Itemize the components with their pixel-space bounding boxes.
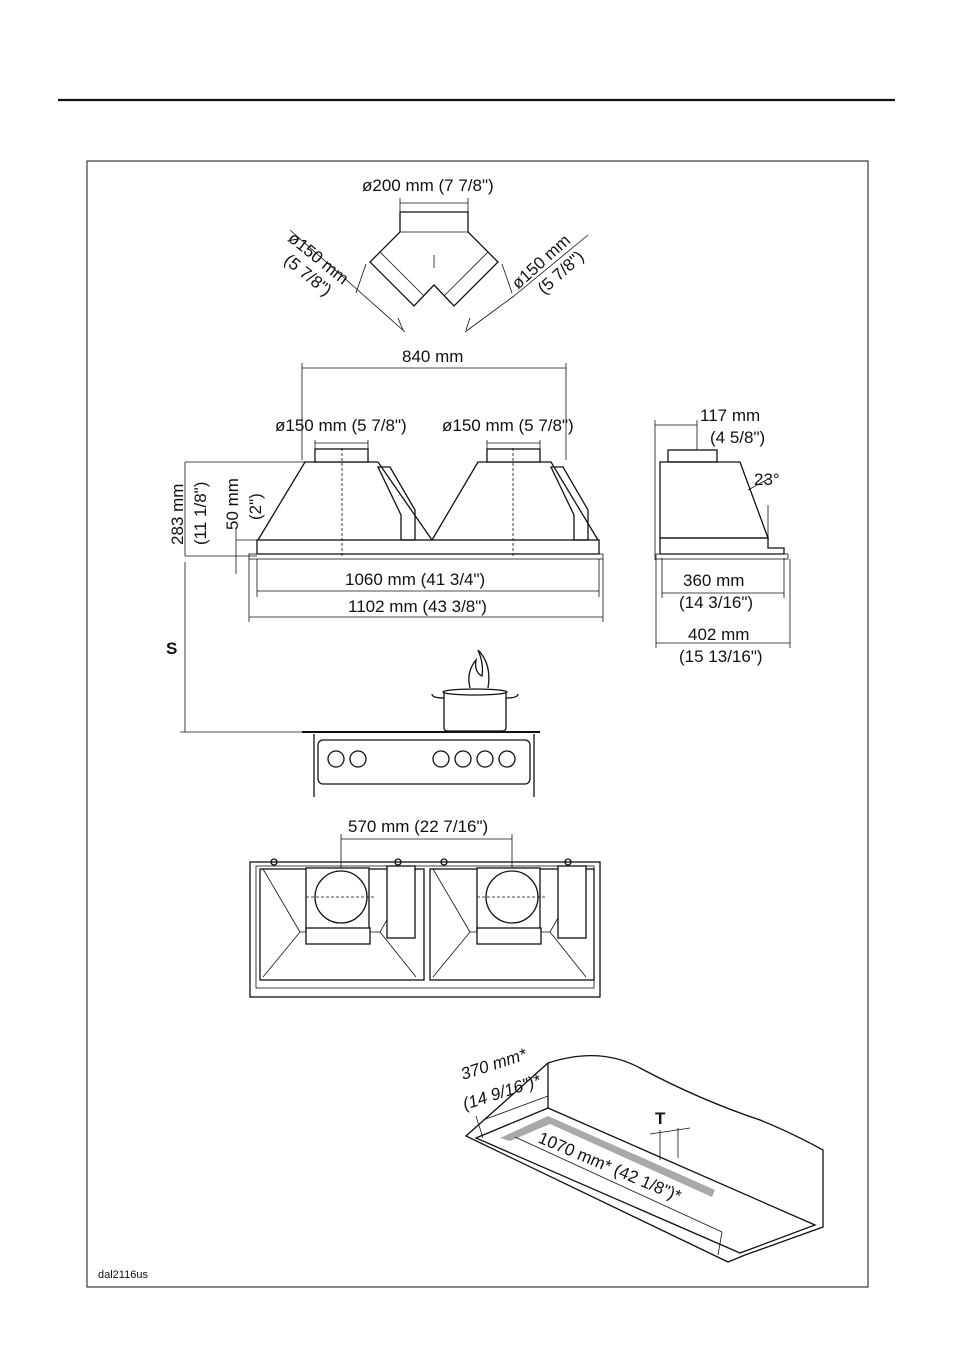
side-outer-depth-in: (15 13/16")	[679, 647, 763, 666]
side-outer-depth-mm: 402 mm	[688, 625, 749, 644]
side-view-drawing	[655, 420, 790, 648]
front-height-in: (11 1/8")	[191, 482, 210, 545]
figure-frame	[87, 161, 868, 1287]
front-collar-mm: 50 mm	[223, 478, 242, 530]
front-height-mm: 283 mm	[168, 484, 187, 545]
side-inner-depth-mm: 360 mm	[683, 571, 744, 590]
side-offset-mm: 117 mm	[700, 406, 760, 425]
front-collar-in: (2")	[246, 493, 265, 520]
front-outer-width: 1102 mm (43 3/8")	[348, 597, 487, 616]
bottom-view-drawing	[250, 834, 600, 997]
clearance-label: S	[166, 639, 177, 658]
side-offset-in: (4 5/8")	[710, 428, 765, 447]
front-inner-width: 1060 mm (41 3/4")	[345, 570, 485, 589]
y-top-diameter: ø200 mm (7 7/8")	[362, 176, 494, 195]
side-angle: 23°	[754, 470, 780, 489]
figure-code: dal2116us	[98, 1269, 148, 1281]
front-spacing: 840 mm	[402, 347, 463, 366]
front-outlet-left: ø150 mm (5 7/8")	[275, 416, 407, 435]
bottom-spacing: 570 mm (22 7/16")	[348, 817, 488, 836]
cooktop-drawing	[302, 650, 540, 797]
front-outlet-right: ø150 mm (5 7/8")	[442, 416, 574, 435]
side-inner-depth-in: (14 3/16")	[679, 593, 753, 612]
cutout-thickness-label: T	[655, 1109, 666, 1128]
